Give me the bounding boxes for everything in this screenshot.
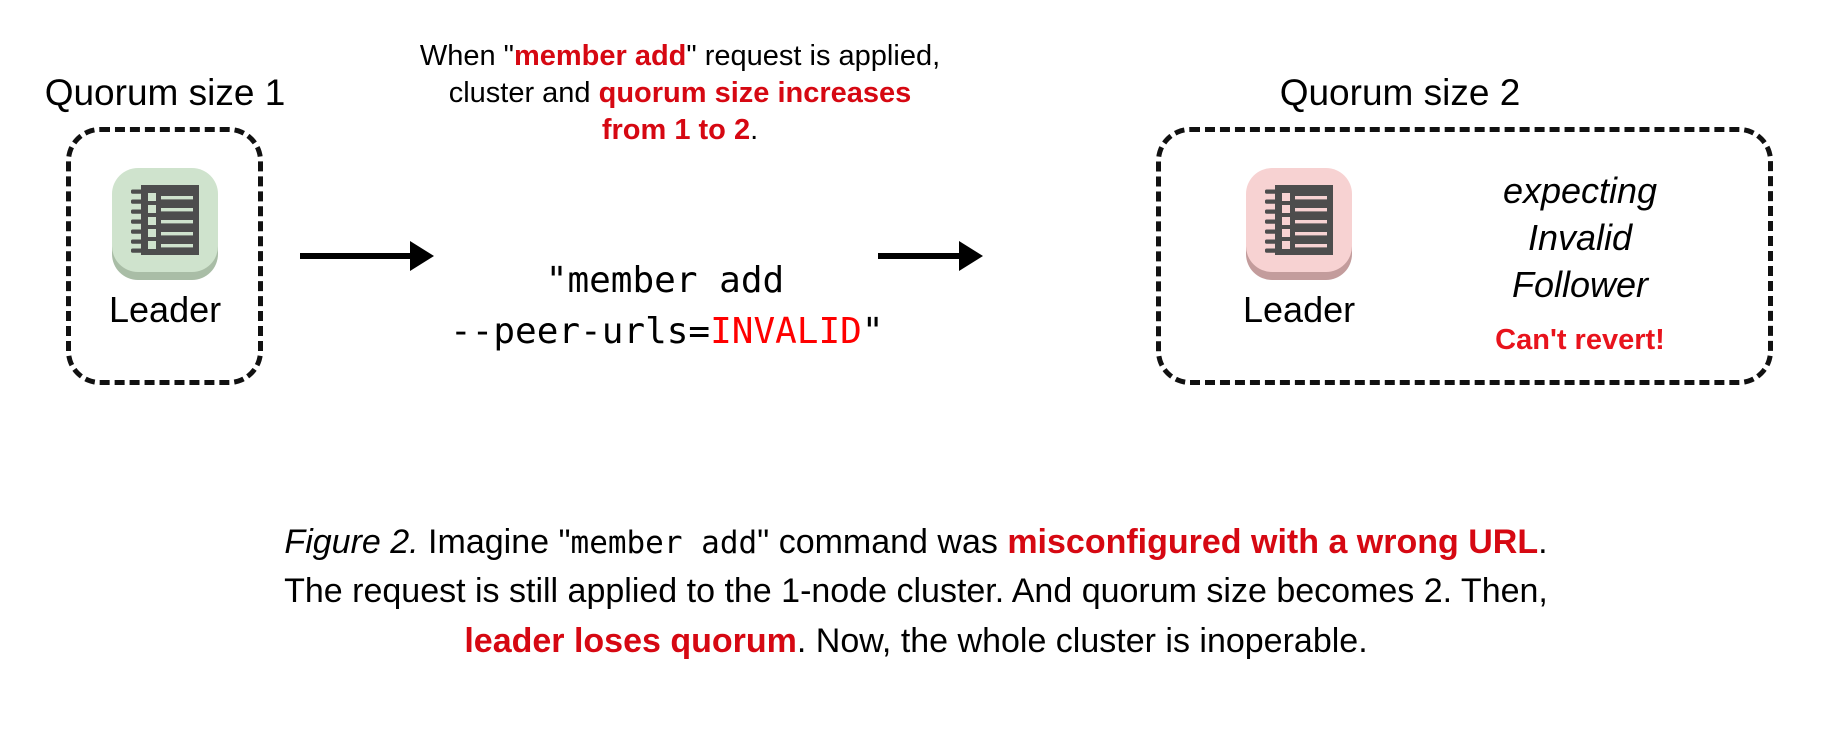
left-cluster-box [66, 127, 263, 385]
top-annotation-line-2: cluster and quorum size increases [370, 75, 990, 112]
top-note-l1-c: " request is applied, [686, 40, 941, 72]
ledger-icon-svg [131, 185, 200, 255]
caption-misconfigured-highlight: misconfigured with a wrong URL [1007, 523, 1539, 561]
arrow-1-line [300, 253, 412, 259]
left-node-label: Leader [109, 289, 222, 330]
left-leader-node: Leader [109, 164, 221, 328]
status-line-3: Follower [1511, 263, 1649, 305]
ledger-icon-svg [1265, 185, 1334, 255]
arrow-command-to-right [878, 240, 1023, 272]
caption-figure-number: Figure 2. [284, 523, 419, 561]
top-note-from-1-to-2: from 1 to 2 [601, 114, 751, 147]
etcd-node-icon [1246, 168, 1353, 272]
right-cluster-title: Quorum size 2 [1279, 72, 1521, 113]
top-note-l3-c: . [750, 114, 759, 147]
right-node-icon-wrap [1243, 164, 1355, 282]
left-cluster-title: Quorum size 1 [44, 72, 286, 113]
figure-caption: Figure 2. Imagine "member add" command w… [0, 518, 1832, 666]
top-annotation: When "member add" request is applied, cl… [370, 38, 990, 149]
etcd-node-icon [112, 168, 219, 272]
right-node-label: Leader [1243, 289, 1356, 330]
top-note-l1-a: When " [419, 40, 514, 72]
caption-l1-b: Imagine " [418, 523, 571, 561]
status-line-1: expecting [1502, 170, 1658, 211]
caption-command-mono: member add [570, 525, 758, 561]
command-close-quote: " [861, 311, 884, 353]
top-annotation-line-3: from 1 to 2. [370, 112, 990, 149]
arrow-1-head [410, 241, 434, 271]
arrow-left-to-command [300, 240, 445, 272]
command-invalid-value: INVALID [710, 311, 862, 353]
caption-l1-d: . [1538, 523, 1548, 561]
command-line-2: --peer-urls=INVALID" [450, 306, 884, 357]
command-line-1: "member add [545, 260, 785, 301]
status-line-2: Invalid [1527, 216, 1633, 258]
top-note-member-add: member add [513, 40, 687, 72]
caption-l1-c: " command was [757, 523, 1008, 561]
top-note-quorum-increase: quorum size increases [598, 77, 912, 110]
right-leader-node: Leader [1243, 164, 1355, 328]
right-cluster-status: expecting Invalid Follower Can't revert! [1430, 168, 1730, 357]
caption-l3-b: . Now, the whole cluster is inoperable. [796, 621, 1368, 660]
caption-leader-loses-quorum-highlight: leader loses quorum [464, 621, 797, 660]
left-node-icon-wrap [109, 164, 221, 282]
command-flag: --peer-urls= [450, 311, 711, 353]
command-text: "member add --peer-urls=INVALID" [450, 255, 884, 357]
caption-line-3: leader loses quorum. Now, the whole clus… [0, 617, 1832, 666]
cant-revert-warning: Can't revert! [1495, 324, 1665, 357]
top-note-l2-a: cluster and [448, 77, 599, 110]
right-cluster-box [1156, 127, 1773, 385]
caption-line-2: The request is still applied to the 1-no… [284, 572, 1548, 611]
top-annotation-line-1: When "member add" request is applied, [370, 38, 990, 75]
arrow-2-line [878, 253, 961, 259]
caption-line-1: Figure 2. Imagine "member add" command w… [0, 518, 1832, 567]
arrow-2-head [959, 241, 983, 271]
